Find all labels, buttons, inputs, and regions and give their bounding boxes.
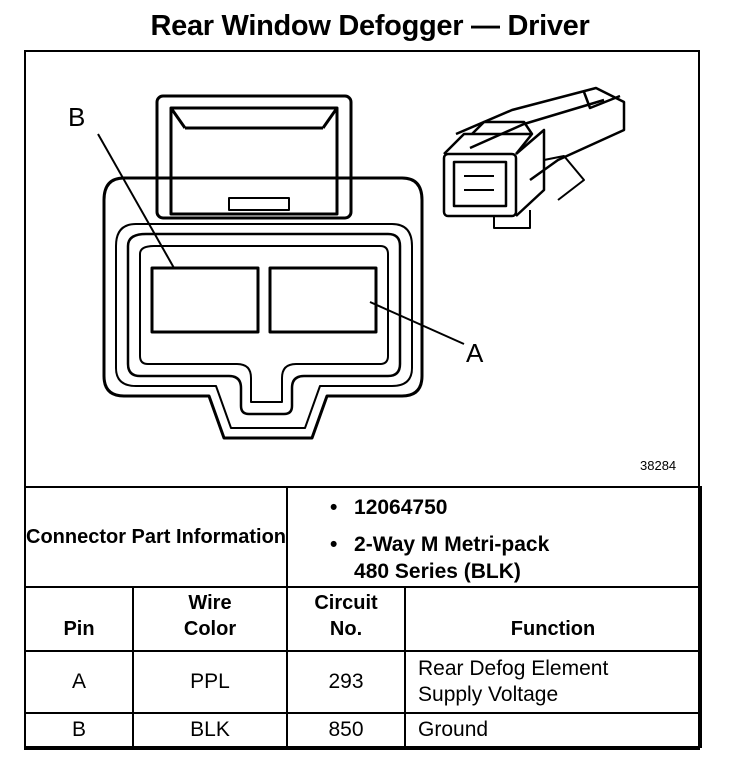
figure-number: 38284 bbox=[640, 458, 677, 473]
bullet-icon: • bbox=[330, 496, 338, 519]
connector-housing bbox=[102, 176, 424, 440]
page-title: Rear Window Defogger — Driver bbox=[150, 10, 590, 42]
function-cell: Rear Defog Element Supply Voltage bbox=[404, 650, 703, 714]
connector-part-details: • 12064750 • 2-Way M Metri-pack 480 Series… bbox=[286, 486, 703, 588]
terminal-cavity-b bbox=[150, 266, 260, 334]
callout-label-b: B bbox=[68, 102, 85, 132]
connector-info-row: Connector Part Information • 12064750 • 2-… bbox=[23, 486, 703, 588]
connector-description-line2: 480 Series (BLK) bbox=[354, 560, 521, 583]
table-header-row: Pin Wire Color Circuit No. Function bbox=[24, 586, 703, 652]
connector-info-label: Connector Part Information bbox=[23, 486, 289, 588]
circuit-cell: 293 bbox=[286, 650, 407, 714]
wire-color-cell: PPL bbox=[131, 650, 289, 714]
part-number: 12064750 bbox=[354, 496, 448, 519]
connector-description-line1: 2-Way M Metri-pack bbox=[354, 533, 550, 556]
callout-line-a bbox=[369, 301, 465, 345]
header-pin: Pin bbox=[24, 586, 134, 652]
connector-latch bbox=[155, 94, 353, 220]
circuit-cell: 850 bbox=[286, 712, 407, 748]
wire-color-cell: BLK bbox=[131, 712, 289, 748]
diagram-frame bbox=[24, 50, 700, 750]
bullet-icon: • bbox=[330, 533, 338, 556]
pin-cell: B bbox=[24, 712, 134, 748]
connector-table: Connector Part Information • 12064750 • 2-… bbox=[23, 486, 703, 748]
terminal-cavity-a bbox=[268, 266, 378, 334]
header-function: Function bbox=[404, 586, 703, 652]
table-row: A PPL 293 Rear Defog Element Supply Volt… bbox=[24, 650, 703, 714]
callout-line-b bbox=[97, 133, 175, 269]
function-cell: Ground bbox=[404, 712, 703, 748]
header-circuit-no: Circuit No. bbox=[286, 586, 407, 652]
pin-cell: A bbox=[24, 650, 134, 714]
table-row: B BLK 850 Ground bbox=[24, 712, 703, 748]
connector-3d-view bbox=[442, 86, 626, 229]
connector-illustration: B A bbox=[68, 86, 626, 440]
header-wire-color: Wire Color bbox=[131, 586, 289, 652]
callout-label-a: A bbox=[466, 338, 484, 368]
